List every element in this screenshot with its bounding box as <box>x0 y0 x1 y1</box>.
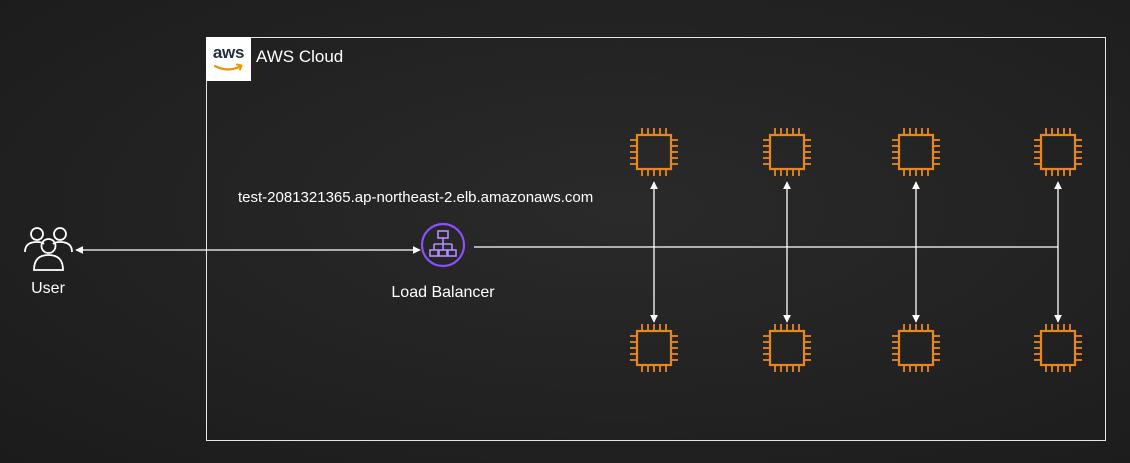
aws-cloud-title: AWS Cloud <box>256 47 344 66</box>
lb-dns-name: test-2081321365.ap-northeast-2.elb.amazo… <box>238 189 594 206</box>
aws-logo-icon: aws <box>206 37 251 81</box>
ec2-instance-chip-icon <box>763 128 811 176</box>
user-label: User <box>31 280 65 297</box>
ec2-instance-chip-icon <box>630 128 678 176</box>
aws-smile-icon <box>213 63 243 71</box>
ec2-instance-chip-icon <box>1034 324 1082 372</box>
aws-cloud-group <box>206 37 1106 441</box>
elastic-load-balancer-icon <box>420 222 466 268</box>
users-icon <box>24 227 73 271</box>
ec2-instances <box>630 128 1082 372</box>
ec2-instance-chip-icon <box>763 324 811 372</box>
ec2-instance-chip-icon <box>1034 128 1082 176</box>
ec2-instance-chip-icon <box>892 324 940 372</box>
ec2-instance-chip-icon <box>892 128 940 176</box>
aws-logo-text: aws <box>212 43 245 62</box>
ec2-instance-chip-icon <box>630 324 678 372</box>
load-balancer-label: Load Balancer <box>391 284 495 301</box>
